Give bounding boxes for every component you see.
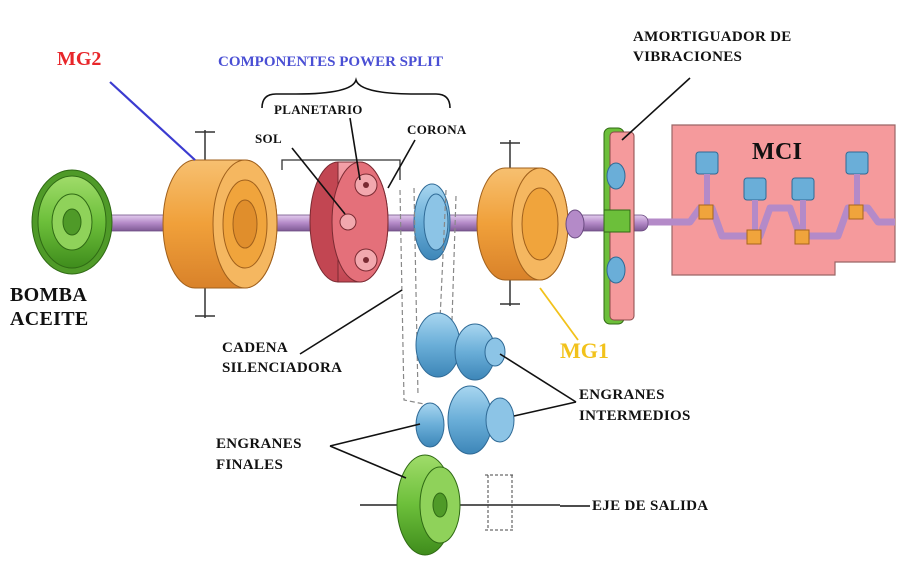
leader-lines [109, 77, 691, 507]
intermedios-label-line2: INTERMEDIOS [579, 408, 691, 424]
planetario-label: PLANETARIO [274, 102, 363, 117]
piston-1 [695, 151, 719, 220]
intermedios-label-line1: ENGRANES [579, 387, 665, 403]
mg2-label: MG2 [57, 48, 102, 70]
mg1-label: MG1 [560, 338, 609, 363]
mg1-motor [476, 140, 585, 306]
finales-label-line1: ENGRANES [216, 436, 302, 452]
piston-2 [743, 177, 767, 245]
bomba-label-line1: BOMBA [10, 284, 88, 306]
vibration-damper [603, 127, 635, 325]
mg2-motor [162, 130, 278, 318]
chain-sprocket [413, 183, 451, 261]
finales-label-line2: FINALES [216, 457, 284, 473]
eje-salida-label: EJE DE SALIDA [592, 498, 709, 514]
oil-pump [31, 169, 113, 275]
corona-label: CORONA [407, 122, 467, 137]
planetary-gear [281, 159, 401, 283]
sol-label: SOL [255, 131, 282, 146]
engine-block [640, 124, 896, 276]
power-split-label: COMPONENTES POWER SPLIT [218, 54, 444, 70]
piston-4 [845, 151, 869, 220]
amortiguador-label-line1: AMORTIGUADOR DE [633, 29, 792, 45]
piston-3 [791, 177, 815, 245]
bomba-label-line2: ACEITE [10, 308, 89, 330]
silent-chain [399, 187, 457, 405]
cadena-label-line2: SILENCIADORA [222, 360, 343, 376]
mci-label: MCI [752, 139, 803, 165]
amortiguador-label-line2: VIBRACIONES [633, 49, 743, 65]
intermediate-gears [415, 312, 515, 455]
cadena-label-line1: CADENA [222, 340, 288, 356]
final-drive-gear [360, 454, 560, 556]
